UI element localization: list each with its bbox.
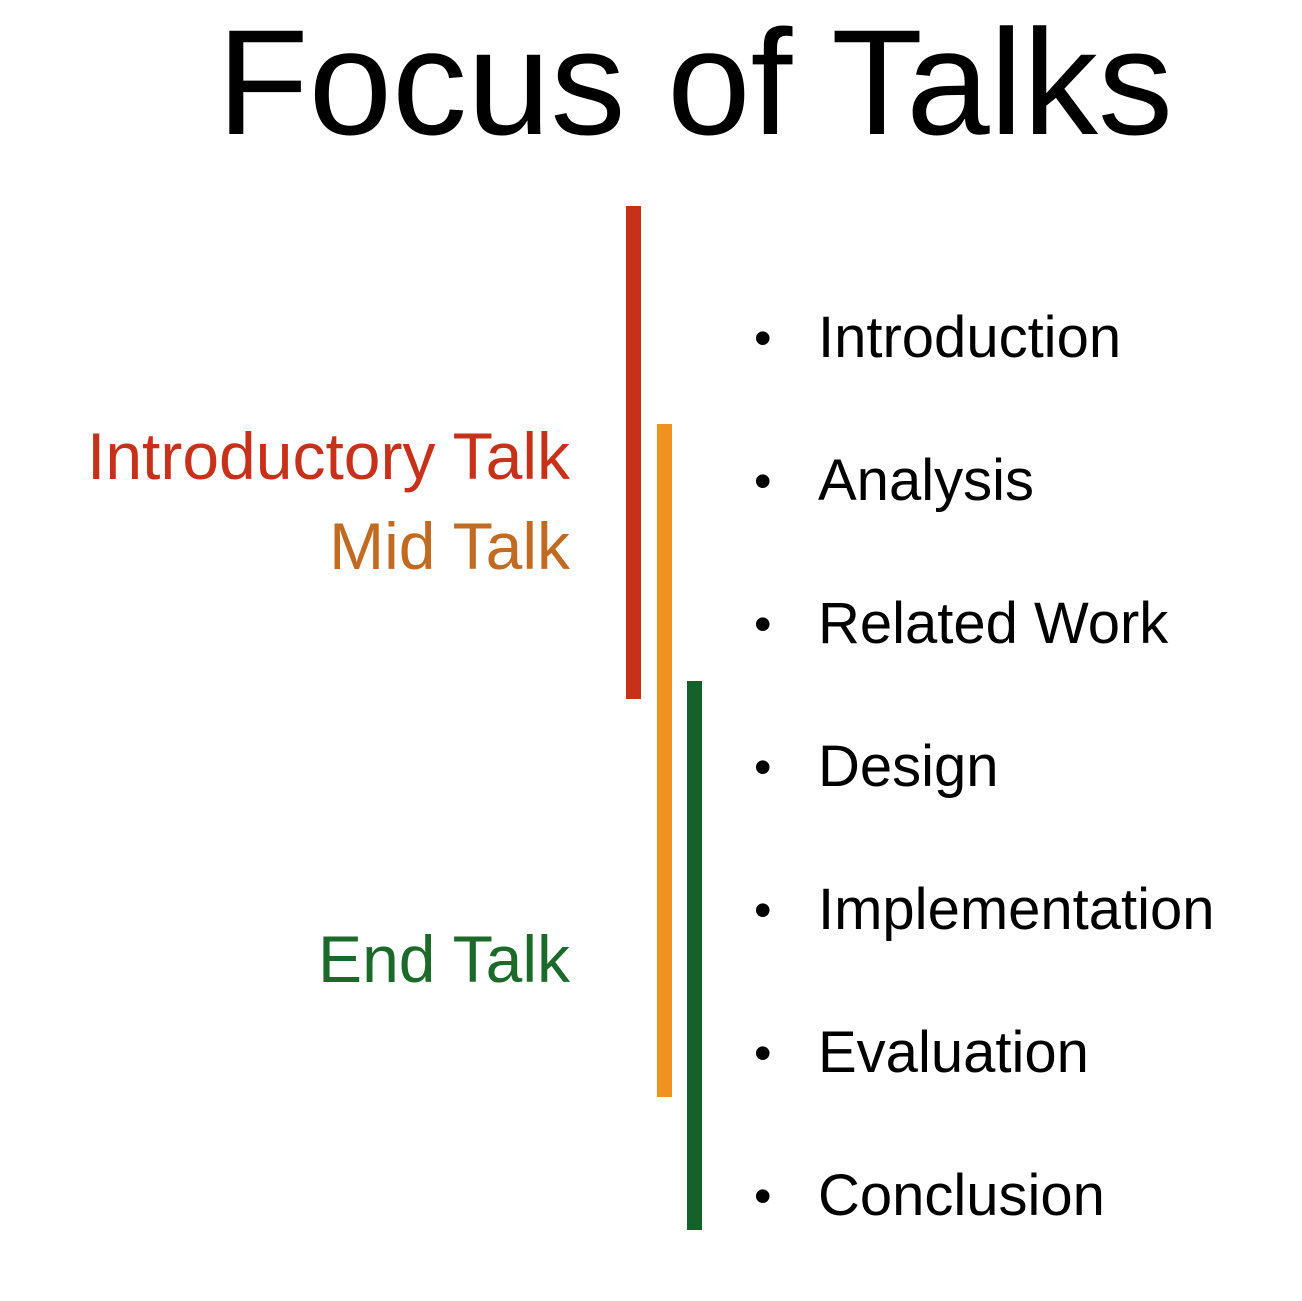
slide: Focus of Talks Introductory Talk Mid Tal… bbox=[86, 0, 1215, 1230]
section-item-design: • Design bbox=[752, 729, 1215, 872]
section-label: Design bbox=[818, 734, 999, 799]
bullet-icon: • bbox=[754, 739, 772, 795]
section-label: Evaluation bbox=[818, 1020, 1089, 1085]
bullet-icon: • bbox=[754, 882, 772, 938]
section-item-evaluation: • Evaluation bbox=[752, 1015, 1215, 1158]
section-item-analysis: • Analysis bbox=[752, 443, 1215, 586]
section-item-implementation: • Implementation bbox=[752, 872, 1215, 1015]
section-item-related-work: • Related Work bbox=[752, 586, 1215, 729]
phase-bar-mid-talk bbox=[657, 424, 672, 1097]
phase-label-end-talk: End Talk bbox=[318, 922, 570, 996]
phase-bar-end-talk bbox=[687, 681, 702, 1230]
bullet-icon: • bbox=[754, 453, 772, 509]
section-label: Introduction bbox=[818, 305, 1122, 370]
phase-label-mid-talk: Mid Talk bbox=[329, 509, 570, 583]
bullet-icon: • bbox=[754, 310, 772, 366]
section-item-introduction: • Introduction bbox=[752, 300, 1215, 443]
section-label: Related Work bbox=[818, 591, 1169, 656]
bullet-icon: • bbox=[754, 1168, 772, 1224]
section-label: Analysis bbox=[818, 448, 1034, 513]
section-item-conclusion: • Conclusion bbox=[752, 1158, 1215, 1301]
bullet-icon: • bbox=[754, 596, 772, 652]
bullet-icon: • bbox=[754, 1025, 772, 1081]
phase-bar-introductory-talk bbox=[626, 206, 641, 699]
slide-title: Focus of Talks bbox=[217, 0, 1173, 166]
section-label: Conclusion bbox=[818, 1163, 1105, 1228]
section-label: Implementation bbox=[818, 877, 1215, 942]
section-list: • Introduction • Analysis • Related Work • D… bbox=[752, 300, 1215, 1301]
phase-label-introductory-talk: Introductory Talk bbox=[86, 419, 570, 493]
